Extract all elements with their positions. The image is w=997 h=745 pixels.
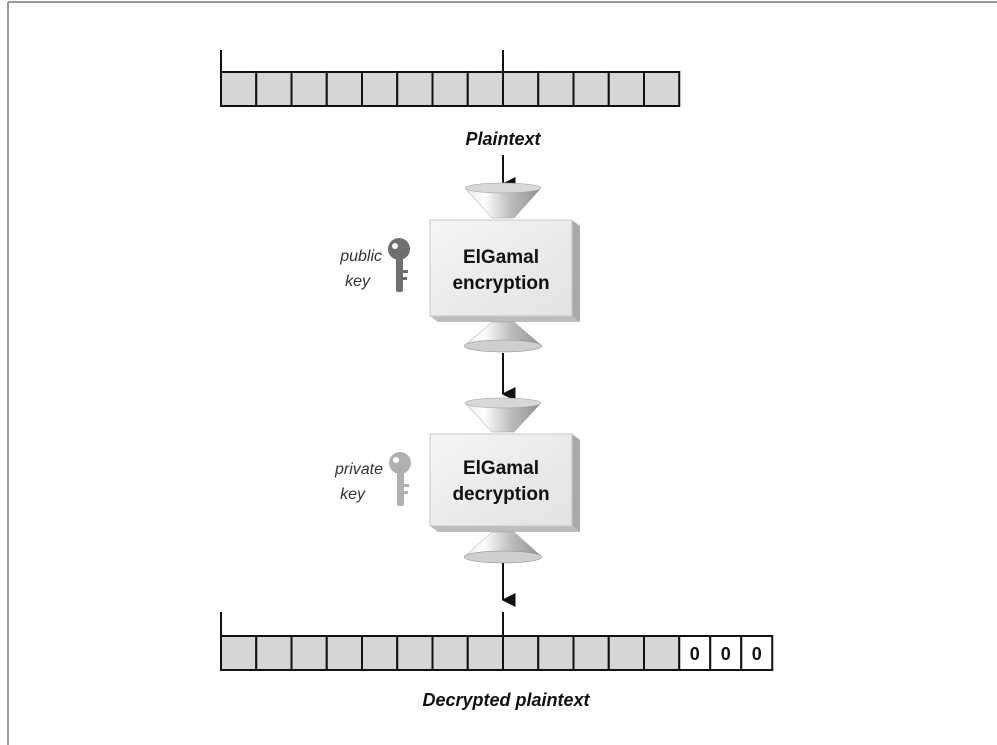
plaintext-block xyxy=(361,71,399,107)
plaintext-block xyxy=(643,71,681,107)
encryption-box-subtitle: encryption xyxy=(452,273,549,294)
decrypted-block xyxy=(396,635,434,671)
encryption-box xyxy=(429,219,573,317)
plaintext-block xyxy=(255,71,293,107)
private-key-icon xyxy=(389,452,411,506)
plaintext-block xyxy=(572,71,610,107)
plaintext-label: Plaintext xyxy=(465,129,541,149)
decryption-box-subtitle: decryption xyxy=(452,484,549,505)
decrypted-plaintext-label: Decrypted plaintext xyxy=(422,690,590,710)
decrypted-block xyxy=(607,635,645,671)
decrypted-block xyxy=(466,635,504,671)
decrypted-block xyxy=(361,635,399,671)
decrypted-block-array: 0 0 0 xyxy=(220,635,774,671)
decryption-box xyxy=(429,433,573,527)
decryption-box-right-side xyxy=(572,434,580,532)
public-key-label-line2: key xyxy=(345,273,371,290)
padding-zero: 0 xyxy=(690,644,700,664)
private-key-label-line2: key xyxy=(340,486,366,503)
public-key-icon xyxy=(388,238,410,292)
decryption-input-funnel-rim xyxy=(464,397,542,409)
decrypted-block xyxy=(572,635,610,671)
padding-zero: 0 xyxy=(752,644,762,664)
padding-zero: 0 xyxy=(721,644,731,664)
padding-block xyxy=(740,635,774,671)
decrypted-block xyxy=(643,635,681,671)
encryption-input-funnel-rim xyxy=(464,182,542,194)
decrypted-block xyxy=(290,635,328,671)
plaintext-block xyxy=(607,71,645,107)
decrypted-block xyxy=(325,635,363,671)
decrypted-block xyxy=(220,635,258,671)
decrypted-block xyxy=(502,635,540,671)
plaintext-block xyxy=(431,71,469,107)
plaintext-block xyxy=(502,71,540,107)
plaintext-block-array xyxy=(220,71,681,107)
decryption-box-title: ElGamal xyxy=(463,458,539,479)
plaintext-block xyxy=(396,71,434,107)
decrypted-block xyxy=(431,635,469,671)
plaintext-block xyxy=(325,71,363,107)
decrypted-block xyxy=(537,635,575,671)
encryption-box-right-side xyxy=(572,220,580,322)
encryption-box-title: ElGamal xyxy=(463,247,539,268)
encryption-output-funnel-rim xyxy=(463,339,543,353)
private-key-label-line1: private xyxy=(334,461,383,478)
encryption-unit: ElGamal encryption xyxy=(429,182,580,353)
decryption-box-bottom-side xyxy=(430,526,580,532)
plaintext-block xyxy=(537,71,575,107)
decryption-output-funnel-rim xyxy=(463,550,543,564)
public-key-label-line1: public xyxy=(339,248,382,265)
decrypted-block xyxy=(255,635,293,671)
encryption-box-bottom-side xyxy=(430,316,580,322)
plaintext-block xyxy=(466,71,504,107)
decryption-unit: ElGamal decryption xyxy=(429,397,580,564)
plaintext-block xyxy=(290,71,328,107)
plaintext-block xyxy=(220,71,258,107)
